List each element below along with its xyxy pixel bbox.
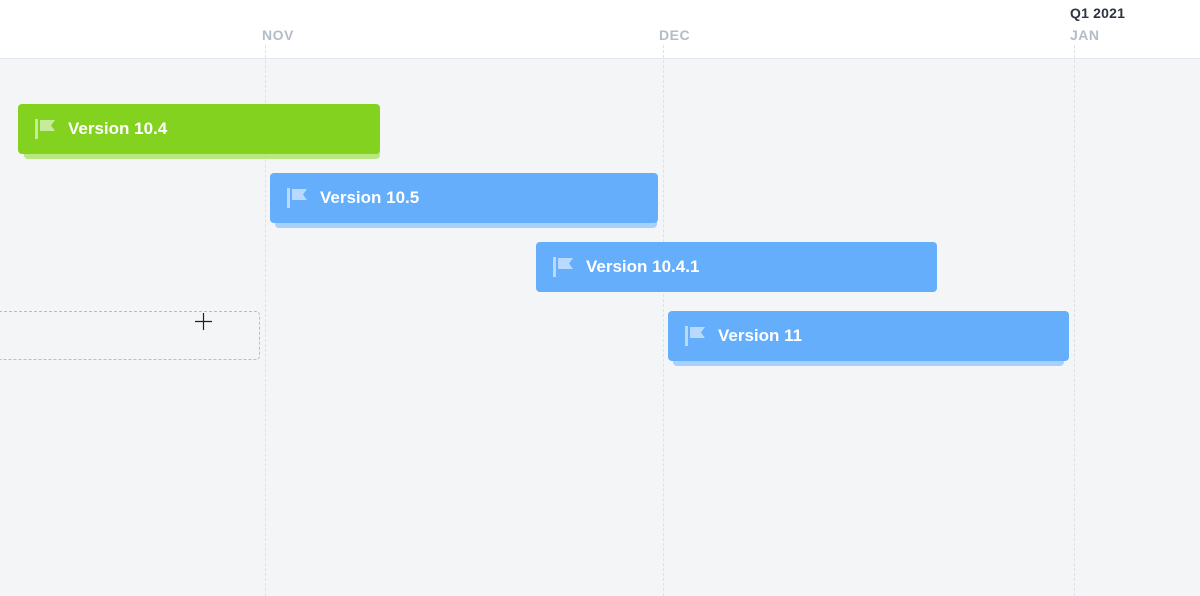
month-label-nov: NOV xyxy=(262,27,294,43)
gridline-nov xyxy=(265,45,266,596)
release-bar-version-10-5[interactable]: Version 10.5 xyxy=(270,173,658,223)
flag-icon xyxy=(685,326,705,346)
flag-icon xyxy=(35,119,55,139)
gridline-dec xyxy=(663,45,664,596)
release-label: Version 10.4 xyxy=(68,119,168,138)
release-label: Version 10.5 xyxy=(320,188,420,207)
timeline-header: Q1 2021 NOV DEC JAN xyxy=(0,0,1200,59)
release-label: Version 10.4.1 xyxy=(586,257,700,276)
flag-icon xyxy=(553,257,573,277)
release-bar-version-10-4-1[interactable]: Version 10.4.1 xyxy=(536,242,937,292)
new-release-drop-area[interactable] xyxy=(0,311,260,360)
month-label-jan: JAN xyxy=(1070,27,1100,43)
release-bar-version-11[interactable]: Version 11 xyxy=(668,311,1069,361)
crosshair-cursor-icon xyxy=(195,313,212,330)
release-label: Version 11 xyxy=(718,326,803,345)
month-label-dec: DEC xyxy=(659,27,691,43)
release-bar-version-10-4[interactable]: Version 10.4 xyxy=(18,104,380,154)
quarter-label: Q1 2021 xyxy=(1070,5,1126,21)
flag-icon xyxy=(287,188,307,208)
gridline-jan xyxy=(1074,45,1075,596)
